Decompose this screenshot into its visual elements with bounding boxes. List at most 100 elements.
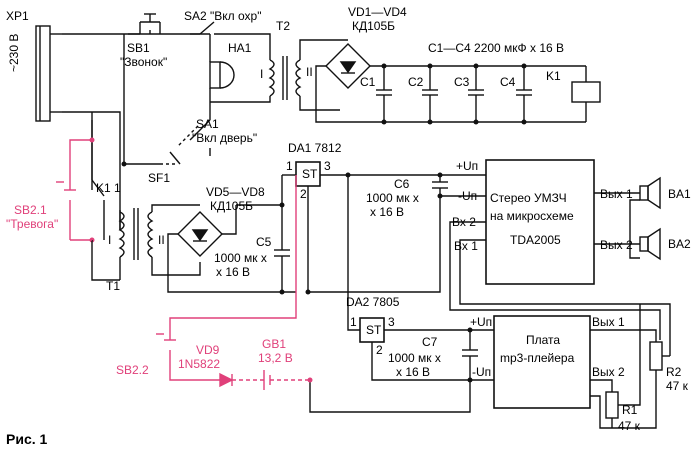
- label-c5-val2: x 16 В: [216, 265, 250, 279]
- label-da1: DA1 7812: [288, 141, 342, 155]
- label-r1-val: 47 к: [618, 419, 641, 433]
- label-mp3-minus: -Uп: [472, 365, 491, 379]
- capacitor-c6: [432, 172, 448, 199]
- label-mp3-title1: Плата: [526, 333, 560, 347]
- label-mp3-out1: Вых 1: [592, 315, 625, 329]
- label-da1-p3: 3: [324, 159, 331, 173]
- label-sb1-name: "Звонок": [120, 55, 167, 69]
- label-c5: C5: [256, 235, 272, 249]
- label-amp-minus: -Uп: [458, 189, 477, 203]
- label-amp-plus: +Uп: [456, 159, 478, 173]
- diode-bridge-vd5-vd8: [177, 211, 223, 257]
- relay-coil-k1: [571, 66, 601, 122]
- label-amp-title1: Стерео УМЗЧ: [490, 191, 567, 205]
- alarm-button-sb2-2: [156, 175, 297, 381]
- label-da2: DA2 7805: [346, 295, 400, 309]
- label-mp3-plus: +Uп: [470, 315, 492, 329]
- label-r2-val: 47 к: [666, 379, 689, 393]
- label-r1: R1: [622, 403, 638, 417]
- label-c2: C2: [408, 75, 424, 89]
- regulator-da1-7812: [295, 161, 321, 187]
- speaker-ba1: [594, 176, 661, 210]
- label-t1-w2: II: [158, 233, 165, 247]
- doorbell-button-sb1: [128, 13, 161, 35]
- label-gb1: GB1: [262, 337, 286, 351]
- label-da2-p3: 3: [388, 315, 395, 329]
- switch-sa1: [177, 102, 211, 156]
- amplifier-block-tda2005: [485, 159, 595, 285]
- regulator-da2-7805: [359, 317, 385, 343]
- label-mp3-out2: Вых 2: [592, 365, 625, 379]
- label-c1-c4: C1—C4 2200 мкФ x 16 В: [428, 41, 564, 55]
- label-mp3-title2: mp3-плейера: [500, 351, 575, 365]
- label-amp-out2: Вых 2: [600, 238, 633, 252]
- label-c7: C7: [422, 335, 438, 349]
- buzzer-ha1: [209, 34, 235, 102]
- label-amp-title2: на микросхеме: [490, 209, 574, 223]
- label-c7-val2: x 16 В: [396, 365, 430, 379]
- transformer-t2: [268, 56, 302, 100]
- capacitor-c4: [516, 63, 532, 125]
- label-sb22: SB2.2: [116, 363, 149, 377]
- alarm-button-sb2-1: [56, 139, 92, 241]
- label-t2: T2: [276, 19, 290, 33]
- label-sa1-name: "Вкл дверь": [192, 131, 257, 145]
- label-sa1: SA1: [196, 117, 219, 131]
- label-ba1: BA1: [668, 187, 691, 201]
- label-t2-w1: I: [260, 67, 263, 81]
- mp3-player-board: [493, 315, 591, 409]
- label-sb21-name: "Тревога": [6, 217, 58, 231]
- label-c6-val2: x 16 В: [370, 205, 404, 219]
- relay-contact-k1-1: [91, 140, 105, 240]
- label-xp1: XP1: [6, 9, 29, 23]
- label-da2-p1: 1: [350, 315, 357, 329]
- transformer-t1: [118, 208, 154, 260]
- label-c1: C1: [360, 75, 376, 89]
- potentiometer-r1: [590, 304, 641, 428]
- label-sb21: SB2.1: [14, 203, 47, 217]
- label-da1-p1: 1: [286, 159, 293, 173]
- capacitor-c5: [236, 175, 290, 295]
- label-da1-p2: 2: [300, 187, 307, 201]
- speaker-ba2: [594, 227, 661, 261]
- label-vd9: VD9: [196, 343, 220, 357]
- label-r2: R2: [666, 365, 682, 379]
- label-gb1-val: 13,2 В: [258, 351, 293, 365]
- label-mains: ~230 В: [7, 34, 21, 72]
- capacitor-c3: [468, 63, 484, 125]
- diode-bridge-vd1-vd4: [325, 43, 371, 89]
- label-ha1: HA1: [228, 41, 252, 55]
- label-amp-in1: Вх 1: [454, 239, 478, 253]
- capacitor-c2: [422, 63, 438, 125]
- label-amp-in2: Вх 2: [452, 215, 476, 229]
- potentiometer-r2: [590, 303, 671, 420]
- battery-gb1: [263, 370, 313, 390]
- label-c6: C6: [394, 177, 410, 191]
- label-amp-title3: TDA2005: [510, 233, 561, 247]
- label-t1: T1: [106, 279, 120, 293]
- label-vd1-vd4-type: КД105Б: [352, 19, 395, 33]
- label-c5-val1: 1000 мк x: [214, 251, 267, 265]
- label-k1-coil: K1: [546, 69, 561, 83]
- label-k1-contact: K1 1: [96, 181, 121, 195]
- figure-caption: Рис. 1: [6, 431, 48, 447]
- label-c6-val1: 1000 мк x: [366, 191, 419, 205]
- label-sb1: SB1: [127, 41, 150, 55]
- label-amp-out1: Вых 1: [600, 187, 633, 201]
- label-da1-st: ST: [302, 167, 318, 181]
- label-t1-w1: I: [108, 233, 111, 247]
- label-c4: C4: [500, 75, 516, 89]
- label-vd5-vd8-type: КД105Б: [210, 199, 253, 213]
- label-da2-p2: 2: [376, 343, 383, 357]
- label-c7-val1: 1000 мк x: [388, 351, 441, 365]
- diode-vd9: [219, 372, 264, 388]
- mains-plug-xp1: [35, 25, 62, 122]
- label-sa2: SA2 "Вкл охр": [184, 9, 261, 23]
- label-t2-w2: II: [306, 65, 313, 79]
- switch-sa2: [190, 21, 240, 35]
- door-sensor-sf1: [160, 151, 181, 165]
- label-sf1: SF1: [148, 171, 170, 185]
- capacitor-c1: [376, 63, 392, 125]
